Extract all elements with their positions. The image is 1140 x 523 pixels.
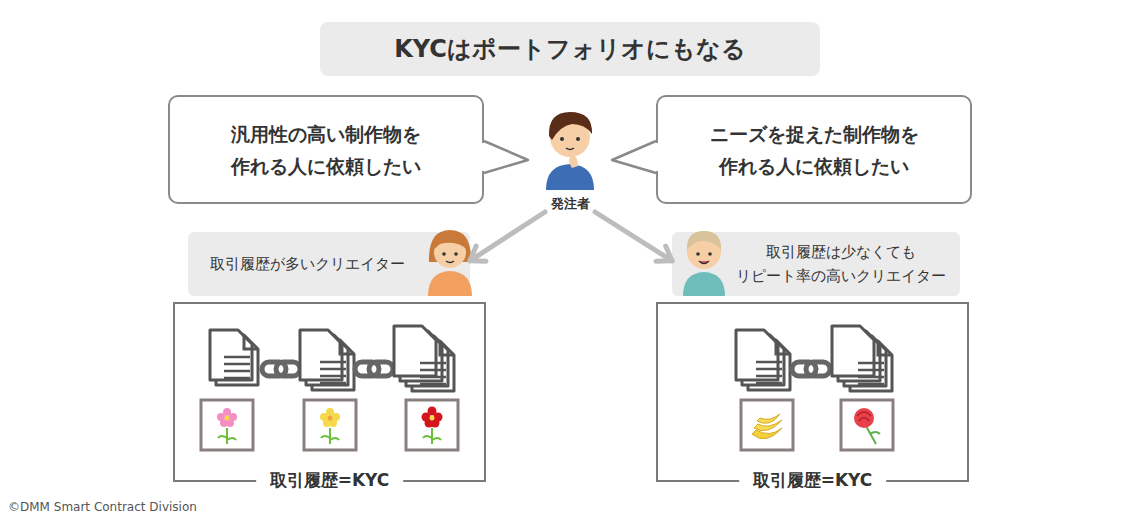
document-chain — [210, 326, 454, 391]
document-fold — [440, 341, 454, 355]
speech-bubble: ニーズを捉えた制作物を 作れる人に依頼したい — [656, 95, 972, 204]
document-line — [756, 382, 782, 385]
document-fold — [878, 341, 892, 355]
document-icon — [312, 340, 354, 390]
bubble-tail — [481, 141, 528, 173]
document-icon — [748, 340, 790, 390]
history-box: 取引履歴=KYC — [656, 302, 969, 482]
node-text: 取引履歴=KYC — [256, 469, 404, 491]
document-icon — [210, 330, 252, 380]
document-line — [420, 369, 446, 372]
document-line — [320, 382, 346, 385]
document-line — [320, 368, 346, 371]
document-line — [756, 375, 782, 378]
document-line — [224, 370, 250, 373]
document-line — [858, 369, 884, 372]
node-text: 汎用性の高い制作物を 作れる人に依頼したい — [211, 118, 441, 182]
document-icon — [306, 335, 348, 385]
bubble-tail — [612, 141, 659, 173]
flower-frame — [406, 400, 458, 450]
document-line — [420, 376, 446, 379]
document-line — [756, 368, 782, 371]
flow-arrow — [470, 212, 545, 261]
arrow-head — [470, 246, 486, 261]
document-icon — [742, 335, 784, 385]
document-line — [420, 362, 446, 365]
rose-frame — [841, 400, 893, 450]
document-line — [224, 363, 250, 366]
document-fold — [776, 340, 790, 354]
chain-link — [792, 362, 816, 376]
client-figure: 発注者 — [520, 100, 620, 212]
document-icon — [300, 330, 342, 380]
arrow-shaft — [470, 212, 545, 261]
document-icon — [850, 341, 892, 391]
client-person — [546, 112, 594, 190]
chain-link — [806, 362, 830, 376]
chain-link — [262, 362, 286, 376]
document-fold — [340, 340, 354, 354]
history-box: 取引履歴=KYC — [173, 302, 486, 482]
arrow-shaft — [595, 212, 672, 261]
document-line — [320, 375, 346, 378]
arrow-head — [656, 246, 672, 261]
diagram-title: KYCはポートフォリオにもなる — [320, 22, 820, 76]
document-line — [858, 362, 884, 365]
node-text: 発注者 — [551, 196, 590, 212]
document-icon — [832, 326, 874, 376]
flower-frame — [201, 400, 253, 450]
node-text: 取引履歴=KYC — [739, 469, 887, 491]
document-chain — [736, 326, 892, 391]
watermark: ©DMM Smart Contract Division — [8, 500, 197, 514]
chain-link — [276, 362, 300, 376]
node-text: 取引履歴は少なくても リピート率の高いクリエイター — [736, 240, 946, 288]
document-line — [224, 356, 250, 359]
document-icon — [216, 335, 258, 385]
node-text: 取引履歴が多いクリエイター — [210, 254, 405, 274]
document-line — [320, 361, 346, 364]
document-icon — [736, 330, 778, 380]
document-icon — [844, 336, 886, 386]
document-icon — [406, 336, 448, 386]
document-icon — [394, 326, 436, 376]
document-icon — [838, 331, 880, 381]
flower-frame — [304, 400, 356, 450]
banana-frame — [741, 400, 793, 450]
document-line — [420, 383, 446, 386]
speech-bubble: 汎用性の高い制作物を 作れる人に依頼したい — [168, 95, 484, 204]
document-line — [858, 376, 884, 379]
document-fold — [244, 335, 258, 349]
flow-arrow — [595, 212, 672, 261]
creator-band: 取引履歴は少なくても リピート率の高いクリエイター — [672, 232, 960, 296]
chain-link — [369, 362, 393, 376]
document-icon — [400, 331, 442, 381]
title-band — [320, 22, 820, 76]
document-line — [224, 377, 250, 380]
chain-link — [355, 362, 379, 376]
document-line — [756, 361, 782, 364]
document-line — [858, 383, 884, 386]
document-icon — [412, 341, 454, 391]
creator-band: 取引履歴が多いクリエイター — [188, 232, 470, 296]
node-text: ニーズを捉えた制作物を 作れる人に依頼したい — [689, 118, 939, 182]
